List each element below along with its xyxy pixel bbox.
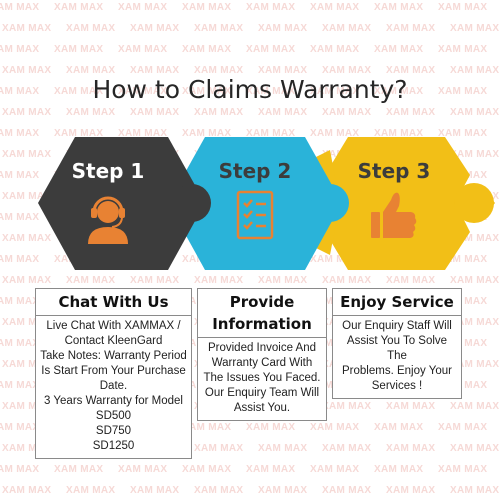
card-body-line: Assist You. bbox=[233, 402, 291, 414]
step-2-card-title: Provide Information bbox=[198, 289, 326, 338]
step-1-label: Step 1 bbox=[72, 159, 145, 183]
card-body-line: The Issues You Faced. bbox=[203, 372, 321, 384]
card-body-line: SD1250 bbox=[92, 440, 135, 452]
step-2-label: Step 2 bbox=[219, 159, 292, 183]
card-body-line: Services ! bbox=[371, 380, 423, 392]
page-title: How to Claims Warranty? bbox=[92, 74, 408, 104]
card-body-line: Warranty Card With bbox=[211, 357, 313, 369]
step-1-piece bbox=[38, 137, 211, 270]
card-body-line: SD500 bbox=[95, 410, 132, 422]
step-3-card-title: Enjoy Service bbox=[333, 289, 461, 316]
card-body-line: Our Enquiry Staff Will bbox=[342, 320, 452, 332]
card-body-line: Contact KleenGard bbox=[64, 335, 163, 347]
card-body-line: Live Chat With XAMMAX / bbox=[46, 320, 181, 332]
thumbs-up-icon bbox=[371, 192, 417, 238]
step-3-label: Step 3 bbox=[358, 159, 431, 183]
step-1-card: Chat With Us Live Chat With XAMMAX / Cont… bbox=[35, 288, 192, 459]
card-body-line: Is Start From Your Purchase bbox=[41, 365, 186, 377]
step-2-card: Provide Information Provided Invoice And… bbox=[197, 288, 327, 421]
card-body-line: SD750 bbox=[95, 425, 132, 437]
card-body-line: Provided Invoice And bbox=[207, 342, 317, 354]
card-body-line: Assist You To Solve The bbox=[346, 335, 448, 362]
step-2-card-title-line: Provide bbox=[229, 293, 295, 311]
step-1-card-title: Chat With Us bbox=[36, 289, 191, 316]
step-1-card-body: Live Chat With XAMMAX / Contact KleenGard… bbox=[36, 316, 191, 458]
step-2-card-title-line: Information bbox=[212, 315, 312, 333]
step-2-piece bbox=[168, 137, 349, 270]
card-body-line: Date. bbox=[99, 380, 128, 392]
card-body-line: Take Notes: Warranty Period bbox=[40, 350, 187, 362]
card-body-line: Problems. Enjoy Your bbox=[342, 365, 452, 377]
support-agent-icon bbox=[88, 196, 128, 244]
checklist-icon bbox=[236, 190, 274, 240]
card-body-line: 3 Years Warranty for Model bbox=[44, 395, 183, 407]
card-body-line: Our Enquiry Team Will bbox=[204, 387, 320, 399]
